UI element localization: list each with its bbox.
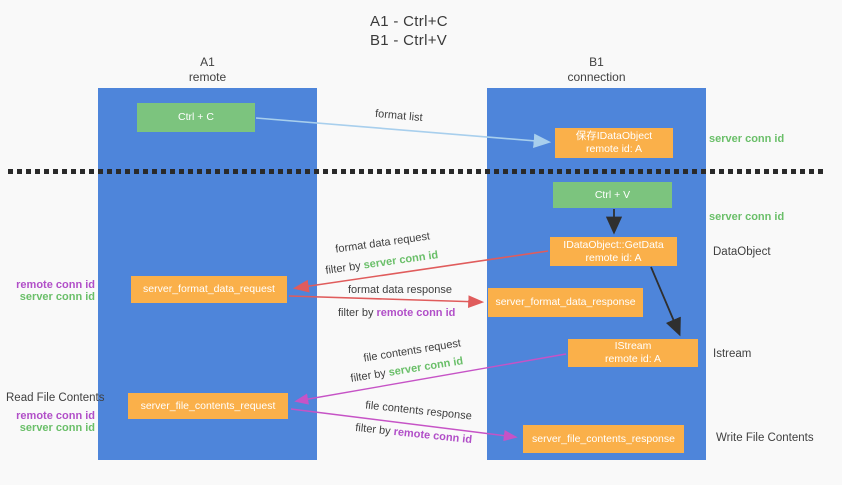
- getdata-line1: IDataObject::GetData: [563, 238, 664, 251]
- lane-b-header: B1 connection: [487, 55, 706, 85]
- read-file-contents-label: Read File Contents: [6, 392, 105, 404]
- remote-conn-id-inline: remote conn id: [376, 307, 456, 319]
- server-conn-id-top-label: server conn id: [709, 133, 785, 145]
- file-contents-response-caption: file contents response: [364, 399, 473, 423]
- lane-a-subtitle: remote: [188, 70, 227, 84]
- format-list-caption: format list: [374, 107, 424, 125]
- dataobject-label: DataObject: [713, 246, 771, 258]
- save-idataobject-line1: 保存IDataObject: [575, 130, 653, 142]
- server-conn-id-inline: server conn id: [362, 249, 440, 272]
- lane-a-name: A1: [200, 55, 215, 69]
- filter-by-remote-caption-1: filter by remote conn id: [338, 307, 455, 319]
- server-conn-id-label-mid: server conn id: [19, 291, 95, 303]
- istream-line1: IStream: [614, 340, 652, 352]
- format-request-label: server_format_data_request: [143, 283, 275, 295]
- diagram-title: A1 - Ctrl+C B1 - Ctrl+V: [370, 12, 448, 50]
- remote-conn-id-label-bottom: remote conn id: [16, 410, 95, 422]
- node-istream: IStream remote id: A: [568, 339, 698, 367]
- node-ctrl-c: Ctrl + C: [137, 103, 255, 132]
- ctrl-c-label: Ctrl + C: [178, 111, 214, 123]
- file-response-label: server_file_contents_response: [531, 432, 675, 445]
- filter-by-text: filter by: [354, 421, 395, 438]
- ctrl-v-label: Ctrl + V: [594, 188, 631, 201]
- node-server-format-data-response: server_format_data_response: [488, 288, 643, 317]
- node-server-format-data-request: server_format_data_request: [131, 276, 287, 303]
- istream-line2: remote id: A: [604, 353, 662, 365]
- istream-side-label: Istream: [713, 348, 752, 360]
- filter-by-text: filter by: [324, 259, 365, 277]
- getdata-line2: remote id: A: [585, 251, 642, 264]
- lane-b-subtitle: connection: [567, 70, 626, 84]
- remote-conn-id-label-mid: remote conn id: [16, 279, 95, 291]
- filter-by-text: filter by: [338, 307, 377, 319]
- file-request-label: server_file_contents_request: [140, 399, 276, 412]
- title-line-2: B1 - Ctrl+V: [370, 32, 448, 49]
- server-conn-id-mid-label: server conn id: [709, 211, 785, 223]
- node-save-idataobject: 保存IDataObject remote id: A: [555, 128, 673, 158]
- node-server-file-contents-response: server_file_contents_response: [523, 425, 684, 453]
- node-server-file-contents-request: server_file_contents_request: [128, 393, 288, 419]
- format-data-response-arrow: [288, 295, 485, 308]
- format-response-label: server_format_data_response: [495, 296, 636, 308]
- dotted-divider: [8, 169, 826, 174]
- lane-a-header: A1 remote: [98, 55, 317, 85]
- filter-by-remote-caption-2: filter by remote conn id: [355, 422, 473, 446]
- left-conn-id-labels-bottom: remote conn id server conn id: [0, 410, 95, 434]
- write-file-contents-label: Write File Contents: [716, 432, 814, 444]
- node-idataobject-getdata: IDataObject::GetData remote id: A: [550, 237, 677, 266]
- save-idataobject-line2: remote id: A: [585, 143, 643, 155]
- format-data-response-caption: format data response: [348, 284, 452, 296]
- node-ctrl-v: Ctrl + V: [553, 182, 672, 208]
- filter-by-text: filter by: [349, 366, 390, 385]
- left-conn-id-labels-mid: remote conn id server conn id: [0, 279, 95, 303]
- remote-conn-id-inline: remote conn id: [392, 425, 473, 447]
- lane-b-name: B1: [589, 55, 604, 69]
- title-line-1: A1 - Ctrl+C: [370, 13, 448, 30]
- server-conn-id-label-bottom: server conn id: [19, 422, 95, 434]
